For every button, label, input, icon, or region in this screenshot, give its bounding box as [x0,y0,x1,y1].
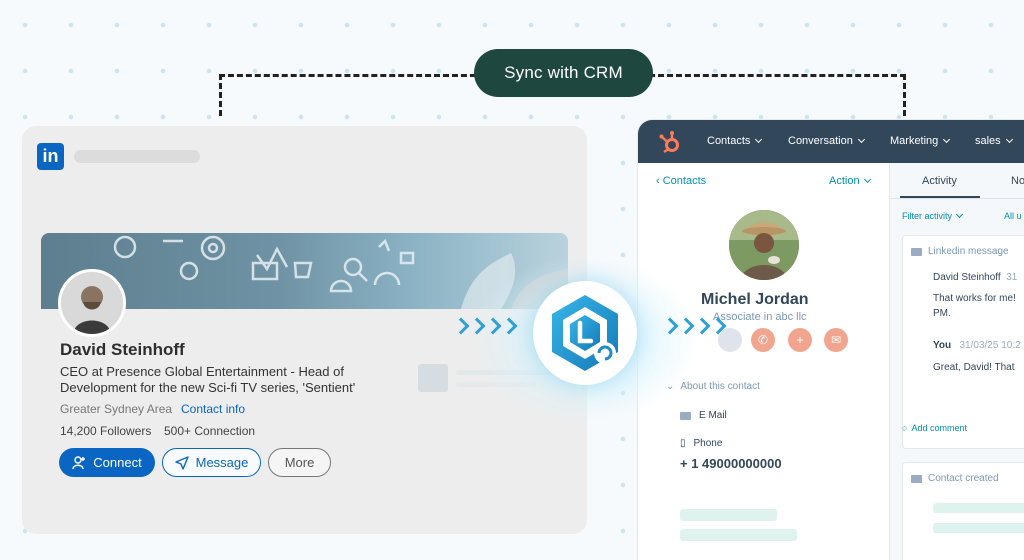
chevron-down-icon [755,135,763,144]
send-icon [174,455,189,470]
comment-icon: ○ [902,423,908,433]
chevron-right-icon [709,317,727,335]
sync-arrows-right [661,317,727,335]
chevron-down-icon [955,210,964,219]
chevron-right-icon [452,317,470,335]
chevron-right-icon [500,317,518,335]
phone-value[interactable]: + 1 49000000000 [680,456,782,471]
placeholder-bar [933,523,1024,533]
placeholder-bar [933,503,1024,513]
chevron-right-icon [484,317,502,335]
more-button[interactable]: More [268,448,331,477]
connect-button[interactable]: Connect [59,448,155,477]
nav-contacts[interactable]: Contacts [707,135,763,147]
placeholder-bar [680,529,797,541]
sync-arrows-left [452,317,518,335]
add-person-icon [72,455,86,469]
all-users-filter[interactable]: All u [1004,211,1022,221]
contact-created-card: Contact created [902,462,1024,560]
profile-name: David Steinhoff [60,340,185,359]
message-text-line: PM. [933,308,951,319]
note-icon[interactable] [718,328,742,352]
message-text-line: That works for me! [933,293,1016,304]
contact-name: Michel Jordan [701,291,809,308]
placeholder-bar [680,509,777,521]
nav-sales[interactable]: sales [975,135,1013,147]
phone-icon: ▯ [680,438,686,449]
phone-field-label: ▯Phone [680,438,723,449]
profile-headline: CEO at Presence Global Entertainment - H… [60,364,356,395]
filter-activity-dropdown[interactable]: Filter activity [902,210,964,221]
reply-text: Great, David! That [933,362,1015,373]
sync-with-crm-pill: Sync with CRM [474,49,653,97]
contact-info-link[interactable]: Contact info [181,402,246,416]
tab-activity[interactable]: Activity [922,175,957,187]
chevron-right-icon [693,317,711,335]
crm-contact-card: Contacts Conversation Marketing sales ‹ … [638,120,1024,560]
active-tab-indicator [900,196,980,198]
linkedin-message-card: Linkedin message David Steinhoff 31 That… [902,235,1024,449]
followers-count: 14,200 Followers [60,424,152,438]
panel-divider [889,163,890,560]
nav-marketing[interactable]: Marketing [890,135,951,147]
back-to-contacts-link[interactable]: ‹ Contacts [656,175,707,187]
envelope-icon [911,247,922,256]
header-placeholder-bar [74,150,200,163]
contact-title: Associate in abc llc [713,311,807,323]
chevron-right-icon [677,317,695,335]
hexagon-l-logo-icon [552,295,618,371]
sync-app-logo [533,281,637,385]
chevron-right-icon [468,317,486,335]
chevron-down-icon [863,175,871,184]
nav-conversation[interactable]: Conversation [788,135,865,147]
connections-count: 500+ Connection [164,424,256,438]
activity-column: Activity No Filter activity All u Linked… [890,120,1024,560]
profile-location: Greater Sydney Area [60,402,173,416]
envelope-icon [911,474,922,483]
crm-top-nav: Contacts Conversation Marketing sales [638,120,1024,163]
created-card-header: Contact created [911,473,999,484]
linkedin-logo: in [37,143,64,170]
call-icon[interactable]: ✆ [751,328,775,352]
chevron-down-icon [857,135,865,144]
message-button[interactable]: Message [162,448,261,477]
action-dropdown[interactable]: Action [829,175,871,187]
connect-label: Connect [93,455,142,470]
message-card-header: Linkedin message [911,246,1009,257]
faded-thumbnail [418,364,448,392]
tab-divider [890,198,1024,199]
profile-avatar [58,269,126,337]
email-icon[interactable]: ✉ [824,328,848,352]
add-comment-button[interactable]: ○Add comment [902,423,967,433]
chevron-right-icon [661,317,679,335]
hubspot-sprocket-icon [659,131,679,154]
add-icon[interactable]: + [788,328,812,352]
tab-notes[interactable]: No [1011,175,1024,187]
reply-sender: You 31/03/25 10:2 [933,340,1021,351]
message-sender: David Steinhoff 31 [933,272,1018,283]
message-label: Message [195,455,249,470]
contact-avatar [729,210,799,280]
